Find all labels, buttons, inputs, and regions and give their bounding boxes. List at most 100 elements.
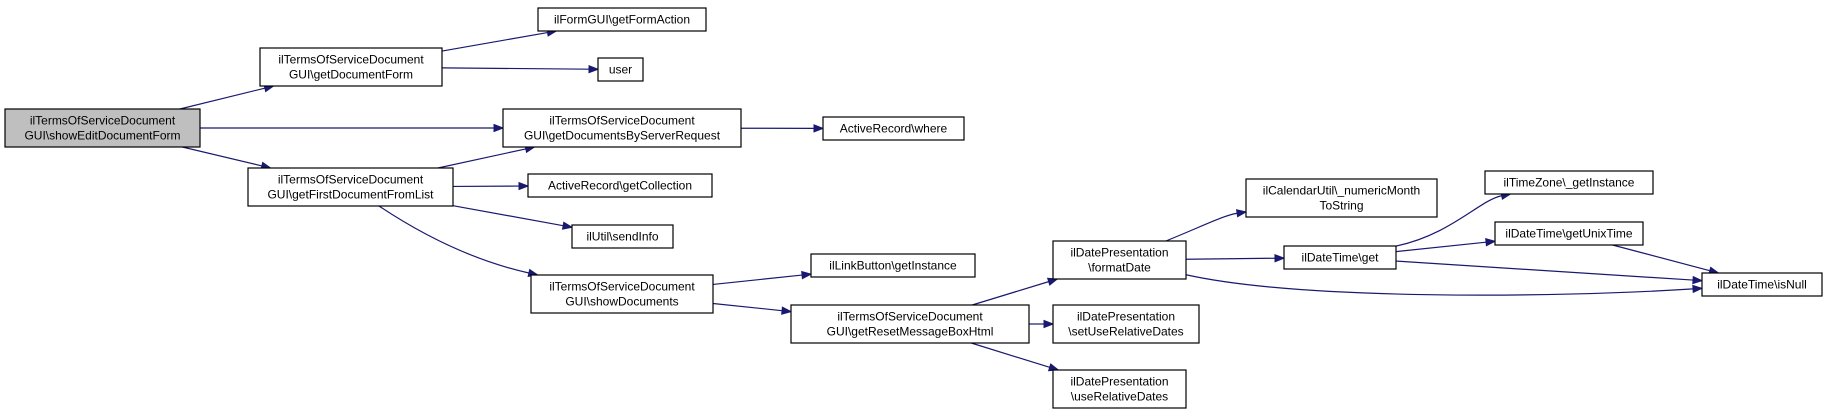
- node-label: ilUtil\sendInfo: [586, 230, 658, 244]
- node-label: ActiveRecord\getCollection: [548, 179, 692, 193]
- edge-formatDate-to-dateTimeGet: [1185, 254, 1286, 263]
- node-box[interactable]: [810, 253, 976, 278]
- arrowhead-icon: [813, 124, 825, 133]
- node-label: GUI\getDocumentsByServerRequest: [524, 129, 721, 143]
- arrowhead-icon: [518, 181, 530, 191]
- edge-getDocumentForm-to-getFormAction: [441, 28, 558, 52]
- edge-line: [712, 274, 803, 286]
- node-label: ilCalendarUtil\_numericMonth: [1263, 184, 1420, 198]
- edge-showDocuments-to-getResetMessageBoxHtml: [712, 302, 793, 315]
- node-setUseRelativeDates[interactable]: ilDatePresentation\setUseRelativeDates: [1052, 304, 1200, 344]
- node-label: ilTermsOfServiceDocument: [837, 310, 983, 324]
- edge-showEditDocumentForm-to-getDocumentForm: [179, 84, 275, 110]
- node-box[interactable]: [822, 116, 965, 141]
- node-box[interactable]: [502, 108, 742, 148]
- node-box[interactable]: [527, 173, 713, 198]
- node-getResetMessageBoxHtml[interactable]: ilTermsOfServiceDocumentGUI\getResetMess…: [790, 304, 1030, 344]
- edge-getDocumentsByServerRequest-to-where: [740, 124, 825, 133]
- edge-formatDate-to-numericMonthToString: [1165, 209, 1248, 242]
- node-label: ilDateTime\isNull: [1717, 278, 1807, 292]
- edge-getResetMessageBoxHtml-to-useRelativeDates: [971, 342, 1060, 372]
- node-label: GUI\getResetMessageBoxHtml: [827, 325, 994, 339]
- node-showDocuments[interactable]: ilTermsOfServiceDocumentGUI\showDocument…: [530, 274, 714, 314]
- node-formatDate[interactable]: ilDatePresentation\formatDate: [1052, 240, 1187, 280]
- edge-line: [1165, 212, 1238, 242]
- edge-getFirstDocumentFromList-to-sendInfo: [452, 205, 574, 230]
- node-label: \setUseRelativeDates: [1068, 325, 1183, 339]
- node-box[interactable]: [597, 57, 644, 82]
- edge-line: [441, 67, 590, 70]
- node-box[interactable]: [4, 108, 201, 148]
- node-label: GUI\showEditDocumentForm: [24, 129, 180, 143]
- node-box[interactable]: [1052, 304, 1200, 344]
- node-box[interactable]: [1701, 272, 1823, 297]
- node-box[interactable]: [1494, 221, 1644, 246]
- edge-line: [712, 302, 783, 312]
- node-label: ilDateTime\getUnixTime: [1505, 227, 1632, 241]
- node-getDocumentsByServerRequest[interactable]: ilTermsOfServiceDocumentGUI\getDocuments…: [502, 108, 742, 148]
- edge-dateTimeGet-to-getUnixTime: [1395, 238, 1497, 253]
- edge-line: [971, 342, 1050, 368]
- arrowhead-icon: [1485, 238, 1497, 247]
- node-label: ToString: [1319, 199, 1363, 213]
- node-label: ilTermsOfServiceDocument: [549, 280, 695, 294]
- arrowhead-icon: [493, 123, 505, 133]
- node-box[interactable]: [530, 274, 714, 314]
- node-sendInfo[interactable]: ilUtil\sendInfo: [571, 224, 674, 249]
- node-getFirstDocumentFromList[interactable]: ilTermsOfServiceDocumentGUI\getFirstDocu…: [247, 167, 454, 207]
- node-box[interactable]: [571, 224, 674, 249]
- edge-getFirstDocumentFromList-to-getCollection: [452, 181, 530, 191]
- node-box[interactable]: [247, 167, 454, 207]
- node-useRelativeDates[interactable]: ilDatePresentation\useRelativeDates: [1052, 369, 1187, 409]
- edge-getDocumentForm-to-user: [441, 64, 600, 74]
- arrowhead-icon: [801, 270, 813, 280]
- arrowhead-icon: [781, 306, 793, 315]
- node-getFormAction[interactable]: ilFormGUI\getFormAction: [537, 7, 707, 32]
- node-box[interactable]: [537, 7, 707, 32]
- edge-formatDate-to-isNull: [1185, 274, 1704, 296]
- node-label: ilLinkButton\getInstance: [829, 259, 957, 273]
- node-label: ilTermsOfServiceDocument: [278, 53, 424, 67]
- node-label: ilTermsOfServiceDocument: [278, 173, 424, 187]
- nodes-layer: ilTermsOfServiceDocumentGUI\showEditDocu…: [4, 7, 1823, 409]
- node-user[interactable]: user: [597, 57, 644, 82]
- node-isNull[interactable]: ilDateTime\isNull: [1701, 272, 1823, 297]
- node-label: \formatDate: [1088, 261, 1151, 275]
- node-label: GUI\getFirstDocumentFromList: [267, 188, 434, 202]
- node-box[interactable]: [790, 304, 1030, 344]
- node-box[interactable]: [1484, 170, 1654, 195]
- node-timeZoneGetInstance[interactable]: ilTimeZone\_getInstance: [1484, 170, 1654, 195]
- node-label: \useRelativeDates: [1071, 390, 1168, 404]
- node-box[interactable]: [259, 47, 443, 87]
- edge-dateTimeGet-to-isNull: [1395, 260, 1704, 285]
- node-dateTimeGet[interactable]: ilDateTime\get: [1283, 245, 1397, 270]
- edge-line: [182, 146, 263, 167]
- edge-getFirstDocumentFromList-to-getDocumentsByServerRequest: [437, 144, 536, 169]
- edge-showDocuments-to-getInstanceLink: [712, 270, 813, 286]
- node-box[interactable]: [1245, 178, 1438, 218]
- edge-showEditDocumentForm-to-getDocumentsByServerRequest: [200, 123, 505, 133]
- node-getInstanceLink[interactable]: ilLinkButton\getInstance: [810, 253, 976, 278]
- edge-line: [1395, 241, 1487, 253]
- edge-showEditDocumentForm-to-getFirstDocumentFromList: [182, 146, 272, 170]
- node-getCollection[interactable]: ActiveRecord\getCollection: [527, 173, 713, 198]
- node-box[interactable]: [1052, 369, 1187, 409]
- arrowhead-icon: [1692, 284, 1704, 294]
- arrowhead-icon: [561, 221, 574, 230]
- node-showEditDocumentForm[interactable]: ilTermsOfServiceDocumentGUI\showEditDocu…: [4, 108, 201, 148]
- edge-line: [1395, 260, 1694, 281]
- node-label: GUI\showDocuments: [565, 295, 678, 309]
- node-label: ActiveRecord\where: [840, 122, 948, 136]
- node-box[interactable]: [1283, 245, 1397, 270]
- node-where[interactable]: ActiveRecord\where: [822, 116, 965, 141]
- node-getUnixTime[interactable]: ilDateTime\getUnixTime: [1494, 221, 1644, 246]
- node-getDocumentForm[interactable]: ilTermsOfServiceDocumentGUI\getDocumentF…: [259, 47, 443, 87]
- edge-line: [179, 87, 266, 110]
- node-box[interactable]: [1052, 240, 1187, 280]
- arrowhead-icon: [1274, 254, 1286, 263]
- edge-line: [378, 205, 530, 274]
- node-label: GUI\getDocumentForm: [289, 68, 413, 82]
- edge-line: [1395, 195, 1502, 247]
